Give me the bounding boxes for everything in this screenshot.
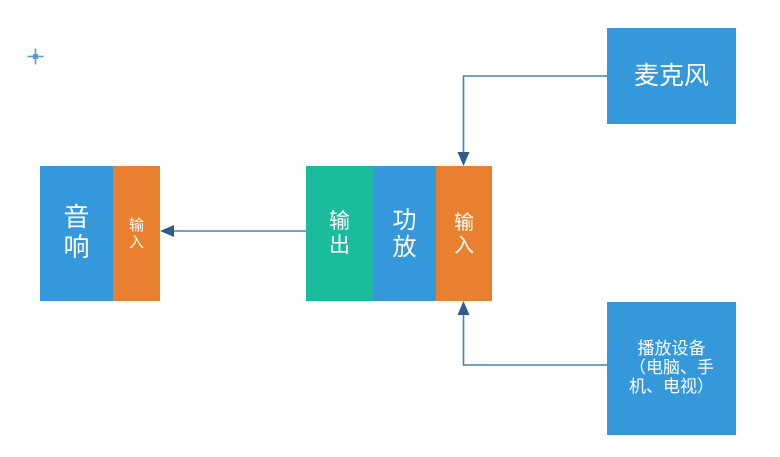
amplifier-node[interactable]: 输 出 功 放 输 入 (306, 166, 492, 301)
amplifier-input-char-1: 输 (454, 210, 474, 235)
connector-amplifier-output-to-speaker-input (160, 225, 306, 237)
playback-device-line-1: 播放设备 (637, 338, 706, 359)
arrowhead-up-icon (457, 301, 470, 315)
speaker-input-port[interactable]: 输 入 (113, 166, 160, 301)
amplifier-input-port[interactable]: 输 入 (436, 166, 492, 301)
playback-device-line-3: 机、电视） (629, 377, 714, 398)
playback-device-node[interactable]: 播放设备 （电脑、手 机、电视） (607, 302, 736, 435)
amplifier-body-char-1: 功 (392, 205, 417, 234)
amplifier-body-char-2: 放 (392, 232, 417, 261)
crosshair-cursor-icon (27, 48, 44, 65)
speaker-body-char-1: 音 (63, 203, 90, 234)
amplifier-body-label: 功 放 (373, 166, 436, 301)
microphone-label: 麦克风 (607, 28, 736, 124)
speaker-body-label: 音 响 (40, 166, 113, 301)
playback-device-label: 播放设备 （电脑、手 机、电视） (607, 302, 736, 435)
amplifier-output-char-2: 出 (329, 232, 350, 257)
arrowhead-left-icon (160, 225, 174, 237)
microphone-node[interactable]: 麦克风 (607, 28, 736, 124)
speaker-node[interactable]: 音 响 输 入 (40, 166, 160, 301)
amplifier-output-port[interactable]: 输 出 (306, 166, 373, 301)
connector-player-to-amplifier-input (457, 301, 607, 366)
speaker-input-char-1: 输 (128, 215, 144, 234)
arrowhead-down-icon (457, 152, 470, 166)
playback-device-line-2: （电脑、手 (629, 357, 714, 378)
speaker-input-char-2: 入 (128, 232, 144, 251)
amplifier-input-char-2: 入 (454, 232, 474, 257)
amplifier-output-char-1: 输 (329, 208, 350, 233)
speaker-body-char-2: 响 (63, 232, 90, 263)
connector-microphone-to-amplifier-input (457, 75, 607, 166)
